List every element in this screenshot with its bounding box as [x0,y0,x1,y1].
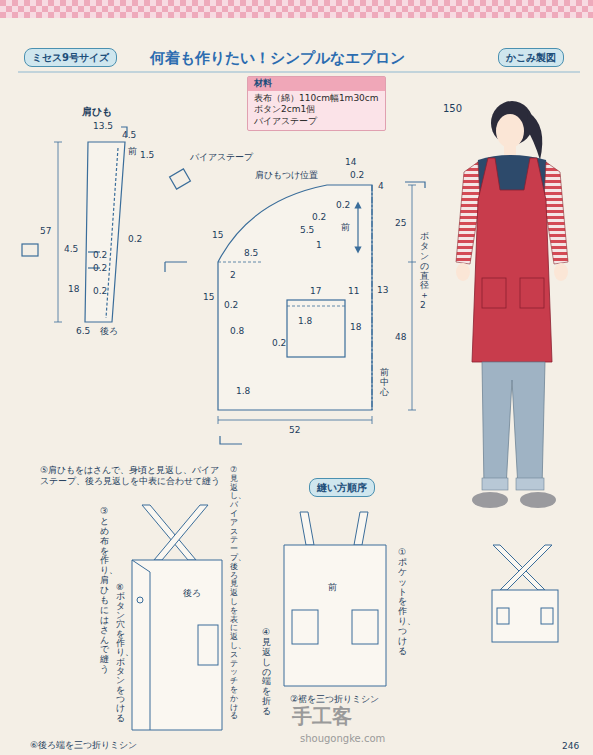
pattern-label: ⑥後ろ端を三つ折りミシン [30,740,137,751]
body-pattern [165,169,425,444]
dimension-value: 13 [377,285,388,296]
model-figure [456,101,568,508]
dimension-value: 0.2 [93,250,107,261]
pattern-label: 後ろ [183,588,201,599]
dimension-value: 4 [378,181,384,192]
dimension-value: 0.2 [224,300,238,311]
pattern-label: 肩ひも [82,106,112,118]
pattern-label: ②裾を三つ折りミシン [290,694,379,705]
strap-pattern [22,127,127,322]
dimension-value: 57 [40,226,51,237]
dimension-value: 11 [348,286,359,297]
pattern-label: 後ろ [100,326,118,337]
pattern-label: 前 [328,582,337,593]
pattern-label: バイアステープ [190,152,253,163]
dimension-value: 48 [395,332,406,343]
dimension-value: 2 [230,270,236,281]
dimension-value: 1.5 [140,150,154,161]
materials-heading: 材料 [248,77,385,91]
dimension-value: 0.2 [312,212,326,223]
dimension-value: 0.8 [230,326,244,337]
page-title: 何着も作りたい！シンプルなエプロン [150,49,405,67]
dimension-value: 52 [289,425,300,436]
dimension-value: 13.5 [93,121,113,132]
pattern-label: ⑧ボタン穴を作り、ボタンをつける [116,583,125,723]
materials-item: 表布（綿）110cm幅1m30cm [248,93,385,105]
dimension-value: 18 [350,322,361,333]
pattern-label: shougongke.com [300,733,385,745]
dimension-value: 1 [316,240,322,251]
materials-box: 材料表布（綿）110cm幅1m30cmボタン2cm1個バイアステープ [247,76,386,131]
materials-item: ボタン2cm1個 [248,104,385,116]
pattern-label: 前 [128,146,137,157]
dimension-value: 25 [395,218,406,229]
dimension-value: 150 [443,103,462,115]
pattern-label: ①ポケットを作り、つける [398,548,407,657]
pattern-label: ボタンの直径＋2 [420,232,429,311]
dimension-value: 18 [68,284,79,295]
dimension-value: 15 [212,230,223,241]
dimension-value: 0.2 [93,263,107,274]
dimension-value: 0.2 [272,338,286,349]
dimension-value: 1.8 [298,316,312,327]
materials-item: バイアステープ [248,116,385,128]
pattern-label: 手工客 [292,704,352,728]
tag-text: 縫い方順序 [317,481,367,494]
dimension-value: 1.8 [236,386,250,397]
header-band [0,0,593,18]
method-tag: かこみ製図 [498,48,564,67]
dimension-value: 4.5 [64,244,78,255]
pattern-label: 前中心 [380,368,389,398]
dimension-value: 15 [203,292,214,303]
dimension-value: 246 [562,741,579,752]
pattern-label: 前 [341,222,350,233]
pattern-label: ③とめ布を作り、肩ひもにはさんで縫う [100,507,109,675]
dimension-value: 0.2 [336,200,350,211]
pattern-label: ④見返しの端を折る [262,628,271,717]
pattern-label: ⑦見返し、バイアステープ、後ろ見返しを表に返し、ステッチをかける [230,466,238,721]
header-rule [18,72,580,73]
dimension-value: 5.5 [300,225,314,236]
dimension-value: 4.5 [122,130,136,141]
dimension-value: 6.5 [76,326,90,337]
dimension-value: 14 [345,157,356,168]
dimension-value: 8.5 [244,248,258,259]
dimension-value: 0.2 [350,170,364,181]
tag-text: ミセス9号サイズ [32,51,109,64]
pattern-label: ⑤肩ひもをはさんで、身頃と見返し、バイアステープ、後ろ見返しを中表に合わせて縫う [40,465,226,487]
sewing-order-tag: 縫い方順序 [309,478,375,497]
size-tag: ミセス9号サイズ [24,48,117,67]
sewing-illustrations [132,505,558,730]
tag-text: かこみ製図 [506,51,556,64]
dimension-value: 0.2 [128,234,142,245]
dimension-value: 17 [310,286,321,297]
pattern-label: 肩ひもつけ位置 [255,170,318,181]
dimension-value: 0.2 [93,286,107,297]
